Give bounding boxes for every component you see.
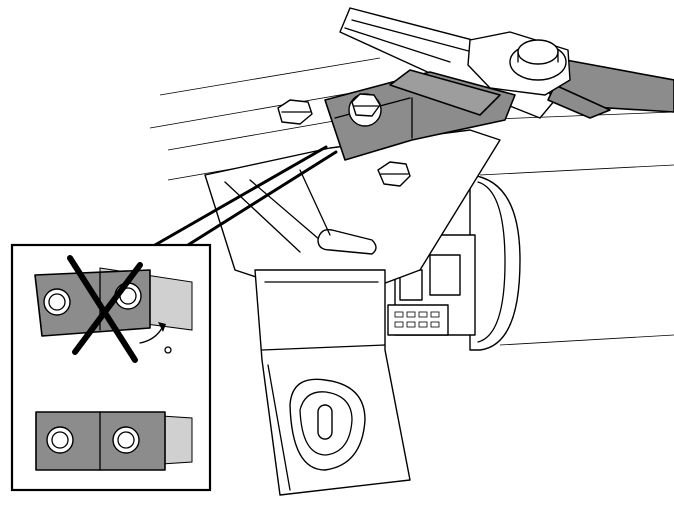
mounting-bracket: [254, 269, 411, 496]
arrowhead-icon: [158, 322, 166, 332]
linkage-rod: [544, 57, 674, 119]
cross-mark-icon: [67, 255, 143, 363]
callout-lines: [153, 145, 338, 247]
motor-housing: [387, 174, 521, 351]
hex-bolt-upper: [277, 99, 313, 125]
hex-bolt-lower: [377, 161, 411, 187]
arm-pivot-bolt: [467, 31, 571, 96]
crank-bracket: [324, 69, 516, 161]
inset-detail: [10, 243, 212, 492]
correct-position: [35, 411, 193, 471]
incorrect-position: [34, 255, 193, 363]
curved-arrow-icon: [139, 327, 163, 344]
